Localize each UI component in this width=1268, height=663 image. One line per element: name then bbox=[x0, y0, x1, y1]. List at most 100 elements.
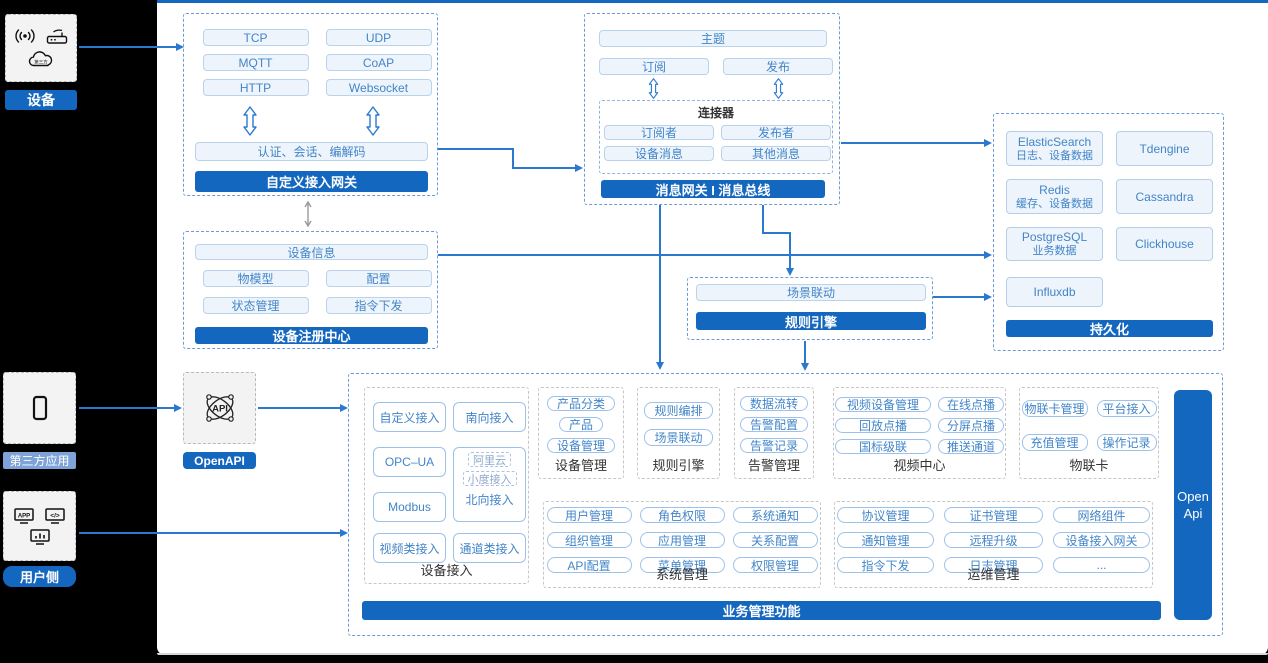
double-arrow-icon bbox=[773, 78, 784, 99]
section-label: 系统管理 bbox=[655, 567, 708, 582]
arrowhead bbox=[176, 43, 184, 51]
line-bus-to-rules-1 bbox=[762, 205, 764, 234]
store-postgresql: PostgreSQL 业务数据 bbox=[1006, 227, 1103, 261]
pill-button: 告警记录 bbox=[739, 438, 808, 453]
line-user-to-business bbox=[79, 532, 343, 534]
section-video-center: 视频设备管理在线点播回放点播分屏点播国标级联推送通道 视频中心 bbox=[833, 387, 1006, 479]
double-arrow-icon bbox=[648, 78, 659, 99]
protocol-chip: MQTT bbox=[202, 54, 309, 71]
api-atom-icon: API bbox=[205, 394, 234, 422]
pill-button: 权限管理 bbox=[732, 557, 818, 573]
third-party-icon-box bbox=[3, 372, 76, 444]
store-desc: 业务数据 bbox=[1032, 245, 1077, 257]
section-label: 设备管理 bbox=[554, 458, 607, 473]
line-gateway-to-bus-3 bbox=[512, 167, 578, 169]
protocol-chip: HTTP bbox=[202, 79, 309, 96]
protocol-chip: UDP bbox=[325, 29, 432, 46]
pill-button: 规则编排 bbox=[644, 402, 713, 419]
access-custom: 自定义接入 bbox=[373, 402, 446, 432]
phone-icon bbox=[32, 395, 47, 421]
access-modbus: Modbus bbox=[373, 492, 446, 522]
store-name: ElasticSearch bbox=[1017, 134, 1092, 149]
line-bus-to-persistence bbox=[841, 142, 987, 144]
pill-button: 国标级联 bbox=[835, 439, 931, 454]
user-side-icon-box: APP </> bbox=[3, 491, 76, 561]
access-opcua: OPC–UA bbox=[373, 447, 446, 477]
topic-chip: 主题 bbox=[599, 30, 827, 47]
message-bus-box: 主题 订阅 发布 连接器 订阅者发布者设备消息其他消息 消息网关 I 消息总线 bbox=[584, 13, 840, 205]
pill-button: 通知管理 bbox=[837, 532, 934, 548]
arrowhead bbox=[984, 251, 992, 259]
access-northbound-box: 阿里云 小度接入 北向接入 bbox=[453, 447, 526, 522]
store-elasticsearch: ElasticSearch 日志、设备数据 bbox=[1006, 131, 1103, 166]
pill-button: ... bbox=[1053, 557, 1150, 573]
svg-text:APP: APP bbox=[18, 513, 30, 519]
line-bus-to-business bbox=[659, 205, 661, 364]
pill-button: 物联卡管理 bbox=[1021, 400, 1088, 417]
pill-button: 设备接入网关 bbox=[1053, 532, 1150, 548]
canvas-bottom-border bbox=[157, 653, 1268, 655]
pill-list: 物联卡管理平台接入充值管理操作记录 bbox=[1020, 400, 1158, 451]
pill-list: 规则编排场景联动 bbox=[638, 402, 719, 446]
double-arrow-icon bbox=[366, 106, 380, 136]
section-label: 设备接入 bbox=[420, 563, 473, 578]
svg-text:</>: </> bbox=[50, 512, 60, 519]
pill-button: 在线点播 bbox=[938, 397, 1004, 412]
line-gateway-to-bus-2 bbox=[512, 148, 514, 169]
device-label: 设备 bbox=[5, 90, 77, 110]
persistence-box: ElasticSearch 日志、设备数据 Tdengine Redis 缓存、… bbox=[993, 113, 1224, 351]
pill-button: 证书管理 bbox=[944, 507, 1043, 523]
registry-items: 物模型配置状态管理指令下发 bbox=[197, 270, 437, 314]
pill-list: 协议管理证书管理网络组件通知管理远程升级设备接入网关指令下发日志管理... bbox=[835, 507, 1152, 573]
store-name: Influxdb bbox=[1033, 285, 1076, 299]
pill-button: 指令下发 bbox=[837, 557, 934, 573]
pill-button: 设备管理 bbox=[546, 438, 615, 453]
arrowhead bbox=[575, 164, 583, 172]
open-api-bar: Open Api bbox=[1174, 390, 1212, 620]
code-window-icon: </> bbox=[45, 507, 65, 524]
connector-box: 连接器 订阅者发布者设备消息其他消息 bbox=[599, 100, 833, 174]
pill-button: 系统通知 bbox=[732, 507, 818, 523]
registry-chip: 指令下发 bbox=[325, 297, 432, 314]
app-window-icon: APP bbox=[14, 507, 34, 524]
pill-button: 菜单管理 bbox=[639, 557, 725, 573]
arrowhead bbox=[801, 363, 809, 371]
user-side-label: 用户侧 bbox=[3, 566, 76, 587]
openapi-label: OpenAPI bbox=[183, 452, 256, 469]
double-arrow-icon bbox=[243, 106, 257, 136]
store-clickhouse: Clickhouse bbox=[1116, 227, 1213, 261]
arrowhead bbox=[340, 404, 348, 412]
line-bus-to-rules-3 bbox=[789, 232, 791, 270]
signal-icon bbox=[15, 29, 35, 43]
openapi-icon-box: API bbox=[183, 372, 256, 444]
business-box: 自定义接入 OPC–UA Modbus 视频类接入 南向接入 阿里云 小度接入 … bbox=[348, 373, 1223, 636]
access-southbound: 南向接入 bbox=[453, 402, 526, 432]
arrowhead bbox=[174, 404, 182, 412]
section-ops-mgmt: 协议管理证书管理网络组件通知管理远程升级设备接入网关指令下发日志管理... 运维… bbox=[834, 501, 1153, 588]
protocol-chip: TCP bbox=[202, 29, 309, 46]
chart-window-icon bbox=[29, 528, 50, 545]
device-icon-row bbox=[13, 27, 69, 45]
section-device-access: 自定义接入 OPC–UA Modbus 视频类接入 南向接入 阿里云 小度接入 … bbox=[364, 387, 529, 584]
open-api-line1: Open bbox=[1177, 489, 1209, 504]
section-rule-engine: 规则编排场景联动 规则引擎 bbox=[637, 387, 720, 479]
connector-chip: 其他消息 bbox=[721, 146, 831, 161]
access-xiaodu: 小度接入 bbox=[462, 471, 517, 486]
gray-double-arrow-icon bbox=[304, 200, 312, 228]
section-label: 运维管理 bbox=[967, 567, 1020, 582]
store-tdengine: Tdengine bbox=[1116, 131, 1213, 166]
store-name: Redis bbox=[1039, 182, 1070, 197]
pill-button: 推送通道 bbox=[938, 439, 1004, 454]
user-icon-row: APP </> bbox=[13, 507, 66, 525]
protocol-chip: Websocket bbox=[325, 79, 432, 96]
registry-chip: 配置 bbox=[325, 270, 432, 287]
device-registry-title: 设备注册中心 bbox=[195, 327, 428, 344]
pill-button: 视频设备管理 bbox=[835, 397, 931, 412]
publish-chip: 发布 bbox=[723, 58, 833, 75]
access-northbound-label: 北向接入 bbox=[465, 493, 514, 507]
canvas-top-accent bbox=[157, 0, 1268, 3]
pill-button: 协议管理 bbox=[837, 507, 934, 523]
